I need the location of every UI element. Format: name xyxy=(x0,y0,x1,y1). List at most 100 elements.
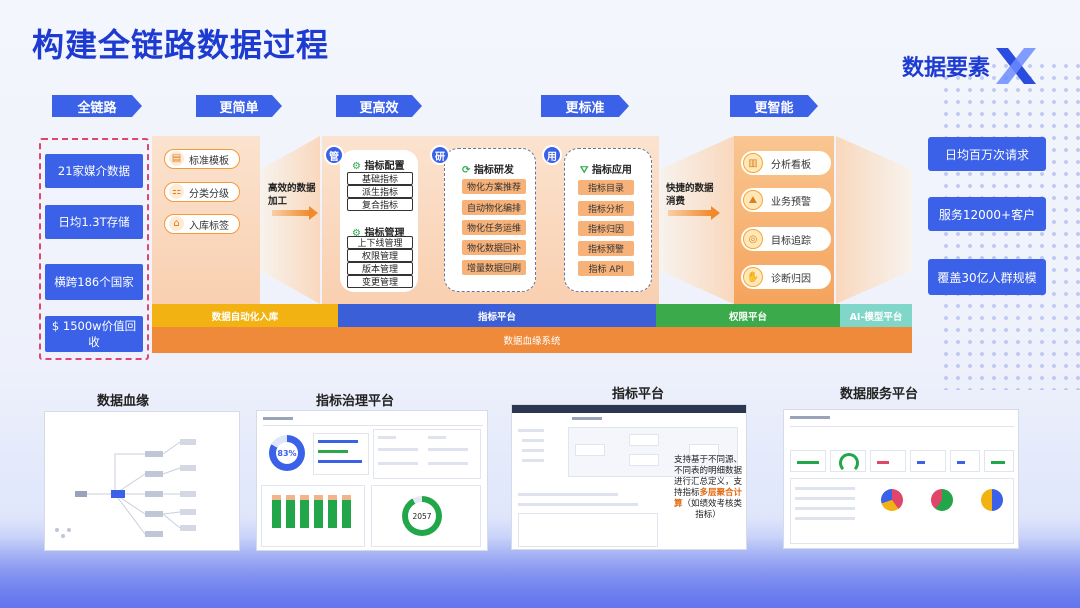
mini-divider xyxy=(790,426,1014,427)
bar-lineage-system: 数据血缘系统 xyxy=(152,327,912,353)
stat-value xyxy=(957,461,965,464)
mini-cell xyxy=(428,436,446,439)
donut-value: 83% xyxy=(276,442,298,464)
stat-value xyxy=(991,461,1005,464)
annotation-text: 支持基于不同源、不同表的明细数据进行汇总定义，支持指标 xyxy=(673,455,742,498)
pill-label: 分类分级 xyxy=(189,188,229,200)
config-item-composite: 复合指标 xyxy=(347,198,413,211)
mini-table xyxy=(373,429,481,479)
mini-cell xyxy=(795,507,855,510)
mini-progress xyxy=(318,450,348,453)
flow-node xyxy=(629,434,659,446)
govern-title: 指标管理 xyxy=(364,228,405,239)
tag-icon: ⌂ xyxy=(169,216,184,231)
chart-bar xyxy=(286,498,295,528)
pill-standard-template: ▤ 标准模板 xyxy=(164,149,240,169)
research-item-3: 物化数据回补 xyxy=(462,240,526,255)
govern-header: ⚙ 指标管理 xyxy=(352,224,404,239)
tag-simpler: 更简单 xyxy=(196,95,282,117)
chart-bar-top xyxy=(314,495,323,500)
application-item-4: 指标 API xyxy=(578,261,634,276)
config-item-basic: 基础指标 xyxy=(347,172,413,185)
govern-item-online: 上下线管理 xyxy=(347,236,413,249)
mini-panel xyxy=(313,433,369,475)
bar-permission-platform: 权限平台 xyxy=(656,304,840,327)
stat-card xyxy=(790,450,826,472)
service-screenshot xyxy=(783,409,1019,549)
handshake-icon: ✋ xyxy=(743,267,763,287)
mini-cell xyxy=(428,448,468,451)
research-title: 指标研发 xyxy=(473,165,514,176)
research-item-2: 物化任务运维 xyxy=(462,220,526,235)
brand-text: 数据要素 xyxy=(901,56,990,81)
application-item-3: 指标预警 xyxy=(578,241,634,256)
chart-bar xyxy=(328,498,337,528)
metric-annotation: 支持基于不同源、不同表的明细数据进行汇总定义，支持指标多层聚合计算（如绩效考核类… xyxy=(670,455,746,521)
mini-flow xyxy=(568,427,738,477)
pill-classification: ⚏ 分类分级 xyxy=(164,182,240,202)
chart-bar-top xyxy=(342,495,351,500)
config-title: 指标配置 xyxy=(364,161,405,172)
tag-efficient: 更高效 xyxy=(336,95,422,117)
mini-cell xyxy=(518,503,638,506)
smart-label: 诊断归因 xyxy=(771,273,811,285)
dashboard-icon: ▥ xyxy=(743,153,763,173)
flow-node xyxy=(629,454,659,466)
smart-label: 目标追踪 xyxy=(771,235,811,247)
flow-icon: ⚙ xyxy=(352,228,361,239)
use-badge: 用 xyxy=(542,145,562,165)
flow-icon: ⚙ xyxy=(352,161,361,172)
tag-smart: 更智能 xyxy=(730,95,818,117)
chart-bar xyxy=(272,500,281,528)
mini-cell xyxy=(518,493,618,496)
govern-item-change: 变更管理 xyxy=(347,275,413,288)
mini-progress xyxy=(318,460,362,463)
service-table xyxy=(790,478,1014,544)
application-item-0: 指标目录 xyxy=(578,180,634,195)
pie-chart xyxy=(881,489,903,511)
standard-arrow-bg xyxy=(659,136,734,304)
template-icon: ▤ xyxy=(169,151,184,166)
left-card-countries: 横跨186个国家 xyxy=(45,264,143,300)
research-item-4: 增量数据回刷 xyxy=(462,260,526,275)
x-logo-icon xyxy=(996,48,1036,84)
page-title: 构建全链路数据过程 xyxy=(32,26,330,64)
pill-label: 入库标签 xyxy=(189,220,229,232)
shot-title-metric: 指标平台 xyxy=(612,387,665,402)
arrow-label-consumption: 快捷的数据消费 xyxy=(666,183,714,207)
pill-label: 标准模板 xyxy=(189,155,229,167)
smart-item-dashboard: ▥ 分析看板 xyxy=(741,151,831,175)
stat-value xyxy=(877,461,889,464)
mini-cell xyxy=(795,517,855,520)
brand-logo: 数据要素 xyxy=(902,42,1040,90)
mini-cell xyxy=(378,448,418,451)
mini-cell xyxy=(378,436,396,439)
application-item-1: 指标分析 xyxy=(578,201,634,216)
mini-header xyxy=(572,417,602,420)
alert-icon: ⛰ xyxy=(743,190,763,210)
tag-standard: 更标准 xyxy=(541,95,629,117)
pie-chart xyxy=(931,489,953,511)
flow-node xyxy=(689,444,719,456)
chart-bar-top xyxy=(272,495,281,500)
mini-divider xyxy=(263,425,483,426)
chart-bar xyxy=(300,498,309,528)
left-card-storage: 日均1.3T存储 xyxy=(45,205,143,239)
pill-storage-tag: ⌂ 入库标签 xyxy=(164,214,240,234)
cycle-icon: ⟳ xyxy=(462,165,471,176)
research-item-0: 物化方案推荐 xyxy=(462,179,526,194)
stat-value xyxy=(917,461,925,464)
right-card-clients: 服务12000+客户 xyxy=(928,197,1046,231)
pie-chart xyxy=(981,489,1003,511)
right-card-requests: 日均百万次请求 xyxy=(928,137,1046,171)
mini-cell xyxy=(428,462,468,465)
application-item-2: 指标归因 xyxy=(578,221,634,236)
governance-bar-chart xyxy=(261,485,365,547)
mini-progress xyxy=(318,440,358,443)
flow-node xyxy=(575,444,605,456)
research-item-1: 自动物化编排 xyxy=(462,200,526,215)
chart-bar-top xyxy=(286,495,295,500)
govern-item-version: 版本管理 xyxy=(347,262,413,275)
application-header: ⛛ 指标应用 xyxy=(580,161,632,176)
